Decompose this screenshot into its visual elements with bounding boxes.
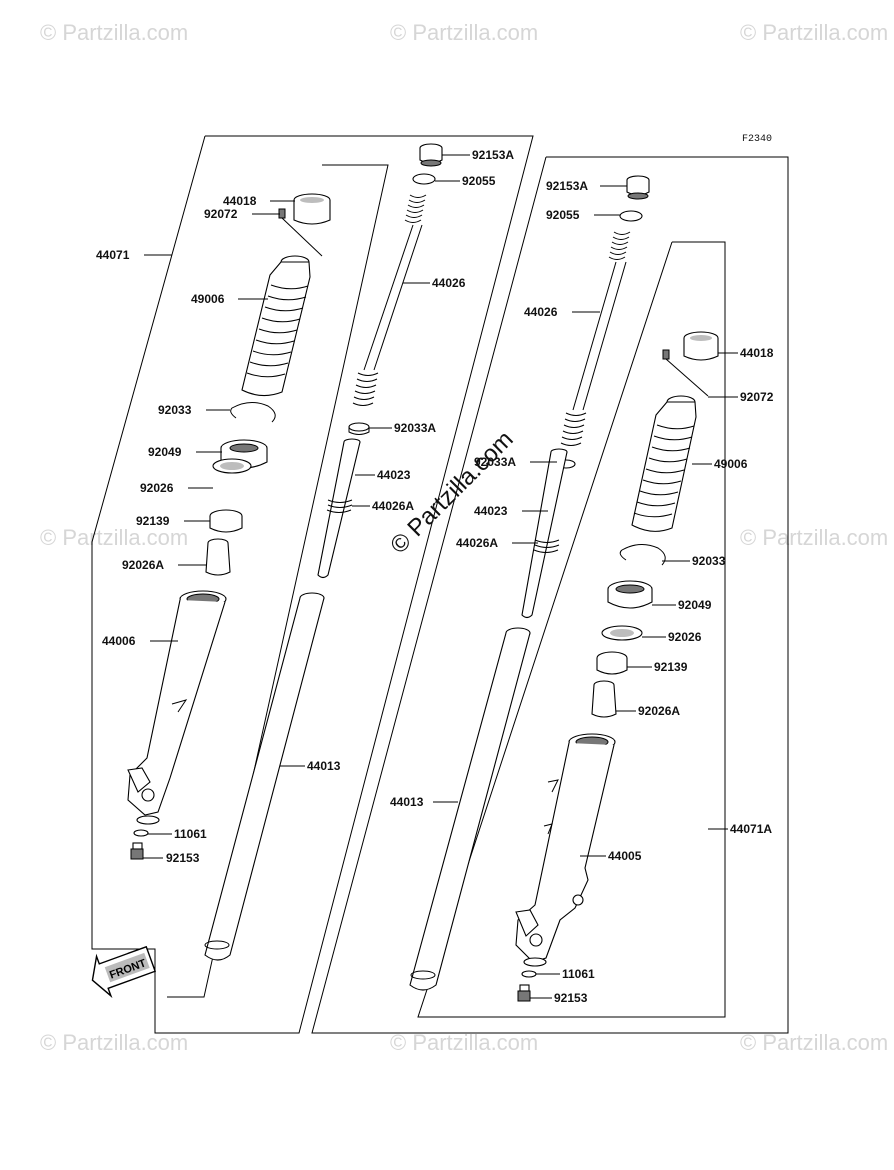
part-label: 92026	[140, 481, 174, 495]
oring-92055-left	[412, 173, 436, 185]
figure-code: F2340	[742, 134, 772, 145]
oring-92055-right	[619, 210, 643, 222]
watermark-text: © Partzilla.com	[740, 525, 888, 550]
part-label: 11061	[562, 967, 595, 981]
inner-tube-44013-left	[204, 592, 325, 961]
part-label: 44018	[740, 346, 774, 360]
watermark-text: © Partzilla.com	[740, 20, 888, 45]
cap-bolt-92153A-right	[626, 175, 650, 200]
leader-lines	[143, 154, 738, 999]
washer-92026-right	[601, 625, 643, 641]
spring-44026-left	[352, 372, 379, 406]
gasket-11061-right	[521, 970, 537, 978]
bush-92026A-left	[205, 538, 231, 576]
part-label: 92033	[158, 403, 192, 417]
clamp-44018-right	[683, 331, 719, 361]
gasket-11061-left	[133, 829, 149, 837]
part-label: 92153	[166, 851, 200, 865]
spring-top-left	[404, 194, 427, 223]
watermark-text: © Partzilla.com	[40, 20, 188, 45]
watermark-layer: © Partzilla.com © Partzilla.com © Partzi…	[40, 20, 888, 1055]
watermark-text: © Partzilla.com	[40, 1030, 188, 1055]
part-label: 44026A	[372, 499, 414, 513]
part-label: 44026	[432, 276, 466, 290]
bolt-92153-right	[517, 984, 531, 1002]
cylinder-44023-right	[521, 448, 568, 619]
spring-top-right	[608, 231, 631, 260]
part-label: 44023	[474, 504, 508, 518]
part-label: 92153A	[546, 179, 588, 193]
clamp-44018-left	[293, 193, 331, 225]
circlip-92033-right	[619, 544, 666, 566]
boot-49006-left	[241, 255, 311, 397]
part-label: 49006	[714, 457, 748, 471]
watermark-text: © Partzilla.com	[40, 525, 188, 550]
part-label: 92153	[554, 991, 588, 1005]
boot-49006-right	[631, 395, 697, 532]
part-label: 92055	[462, 174, 496, 188]
part-label: 92072	[204, 207, 238, 221]
tie-92072-right	[662, 349, 709, 397]
cylinder-44023-left	[317, 438, 361, 579]
bush-92139-right	[596, 651, 628, 675]
part-label: 92033A	[394, 421, 436, 435]
washer-92026-left	[212, 458, 252, 474]
part-label: 44013	[390, 795, 424, 809]
cap-bolt-92153A-left	[419, 143, 443, 167]
bush-92026A-right	[591, 680, 617, 718]
part-label: 92049	[678, 598, 712, 612]
part-label: 44026	[524, 305, 558, 319]
spring-44026A-right	[533, 539, 560, 553]
circlip-92033-left	[230, 402, 276, 423]
seal-92049-right	[607, 580, 653, 609]
part-label: 92055	[546, 208, 580, 222]
spring-44026A-left	[326, 499, 353, 513]
part-label: 44071A	[730, 822, 772, 836]
left-fork-parts	[127, 143, 443, 961]
part-label: 92026A	[122, 558, 164, 572]
part-label: 44006	[102, 634, 136, 648]
part-label: 44005	[608, 849, 642, 863]
part-label: 44013	[307, 759, 341, 773]
part-label: 92033	[692, 554, 726, 568]
part-label: 92072	[740, 390, 774, 404]
part-label: 44071	[96, 248, 130, 262]
front-arrow-icon: FRONT	[91, 945, 157, 999]
part-label: 44023	[377, 468, 411, 482]
watermark-text: © Partzilla.com	[390, 20, 538, 45]
bolt-92153-left	[130, 842, 144, 860]
bush-92139-left	[209, 509, 243, 533]
spring-44026-right	[560, 412, 587, 446]
part-label: 92139	[654, 660, 688, 674]
inner-tube-44013-right	[409, 627, 531, 991]
outer-tube-44006	[127, 590, 227, 825]
assembly-frames	[91, 135, 789, 1034]
part-label: 92026	[668, 630, 702, 644]
watermark-text: © Partzilla.com	[740, 1030, 888, 1055]
part-label: 44026A	[456, 536, 498, 550]
part-label: 92049	[148, 445, 182, 459]
part-label: 44018	[223, 194, 257, 208]
part-label: 11061	[174, 827, 207, 841]
part-label: 92153A	[472, 148, 514, 162]
right-fork-parts	[409, 175, 719, 1002]
part-label: 92026A	[638, 704, 680, 718]
part-label: 92139	[136, 514, 170, 528]
watermark-text: © Partzilla.com	[390, 1030, 538, 1055]
part-labels: 44071 44018 92072 49006 92033 92049 9202…	[96, 134, 774, 1005]
part-label: 92033A	[474, 455, 516, 469]
ring-92033A-left	[348, 422, 370, 435]
outer-tube-44005	[515, 733, 616, 967]
part-label: 49006	[191, 292, 225, 306]
